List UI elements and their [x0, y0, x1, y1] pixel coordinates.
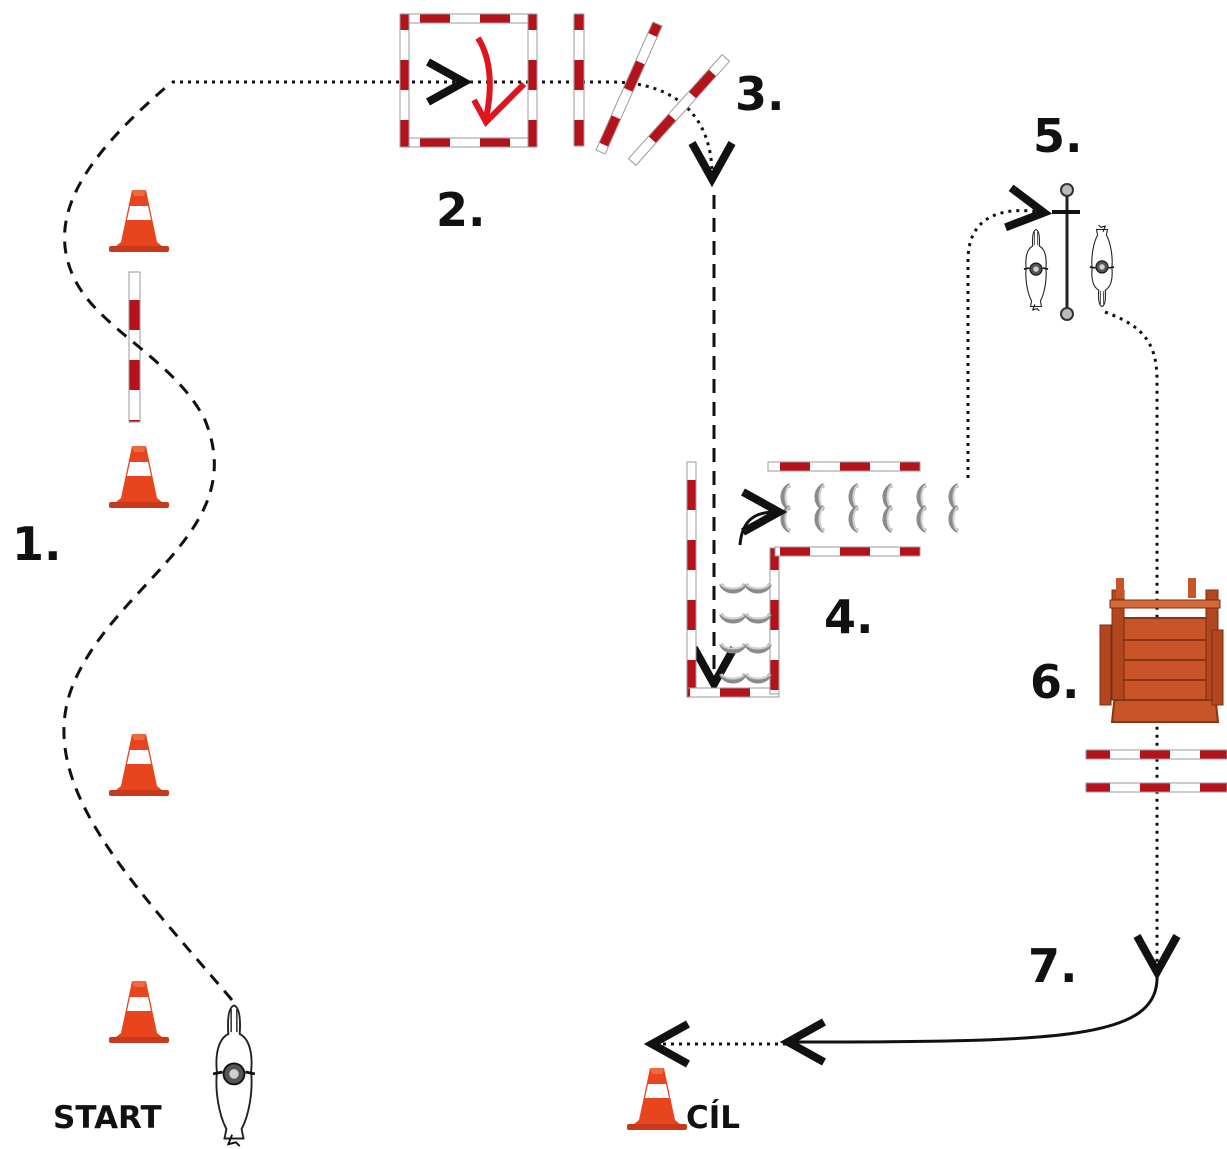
horse-icon	[1023, 228, 1049, 312]
station-3-poles: 3.	[573, 13, 784, 167]
station-4-corridor: 4.	[686, 461, 960, 698]
bridge-icon	[1099, 578, 1224, 723]
ground-pole-icon	[573, 13, 585, 147]
traffic-cone-icon	[109, 734, 169, 796]
start-area: START	[53, 1004, 257, 1148]
finish-label: CÍL	[686, 1100, 740, 1136]
traffic-cone-icon	[627, 1068, 687, 1130]
station-4-number: 4.	[824, 590, 873, 644]
ground-pole-icon	[767, 461, 921, 472]
traffic-cone-icon	[109, 190, 169, 252]
finish-area: CÍL	[627, 1068, 740, 1136]
ground-pole-icon	[686, 687, 780, 698]
turn-arrow-icon	[475, 36, 493, 119]
traffic-cone-icon	[109, 981, 169, 1043]
horseshoe-icon	[719, 582, 772, 684]
slalom-path	[62, 80, 234, 1001]
station-7-finish-line: 7.	[656, 939, 1159, 1044]
turn-arrow-icon	[738, 512, 775, 546]
ground-pole-icon	[686, 461, 697, 695]
station-3-number: 3.	[735, 67, 784, 121]
station-5-number: 5.	[1033, 109, 1082, 163]
path-through-poles	[470, 80, 712, 175]
ground-pole-icon	[1085, 782, 1227, 793]
path-to-finish	[792, 974, 1159, 1042]
traffic-cone-icon	[109, 446, 169, 508]
ground-pole-icon	[769, 547, 780, 695]
station-7-number: 7.	[1028, 939, 1077, 993]
ground-pole-icon	[627, 53, 731, 167]
station-6-number: 6.	[1030, 655, 1079, 709]
station-6-bridge: 6.	[1030, 578, 1227, 793]
horse-icon	[211, 1004, 257, 1148]
ground-pole-icon	[595, 21, 663, 155]
ground-pole-icon	[774, 546, 921, 557]
horseshoe-icon	[780, 483, 960, 533]
start-label: START	[53, 1100, 162, 1136]
ground-pole-icon	[1085, 749, 1227, 760]
station-2-number: 2.	[436, 183, 485, 237]
station-2-box: 2.	[399, 13, 538, 237]
station-1-slalom: 1.	[12, 80, 234, 1043]
station-1-number: 1.	[12, 517, 61, 571]
station-5-gate: 5.	[1023, 109, 1115, 321]
horse-icon	[1089, 224, 1115, 308]
path-through-bridge	[1104, 310, 1157, 968]
